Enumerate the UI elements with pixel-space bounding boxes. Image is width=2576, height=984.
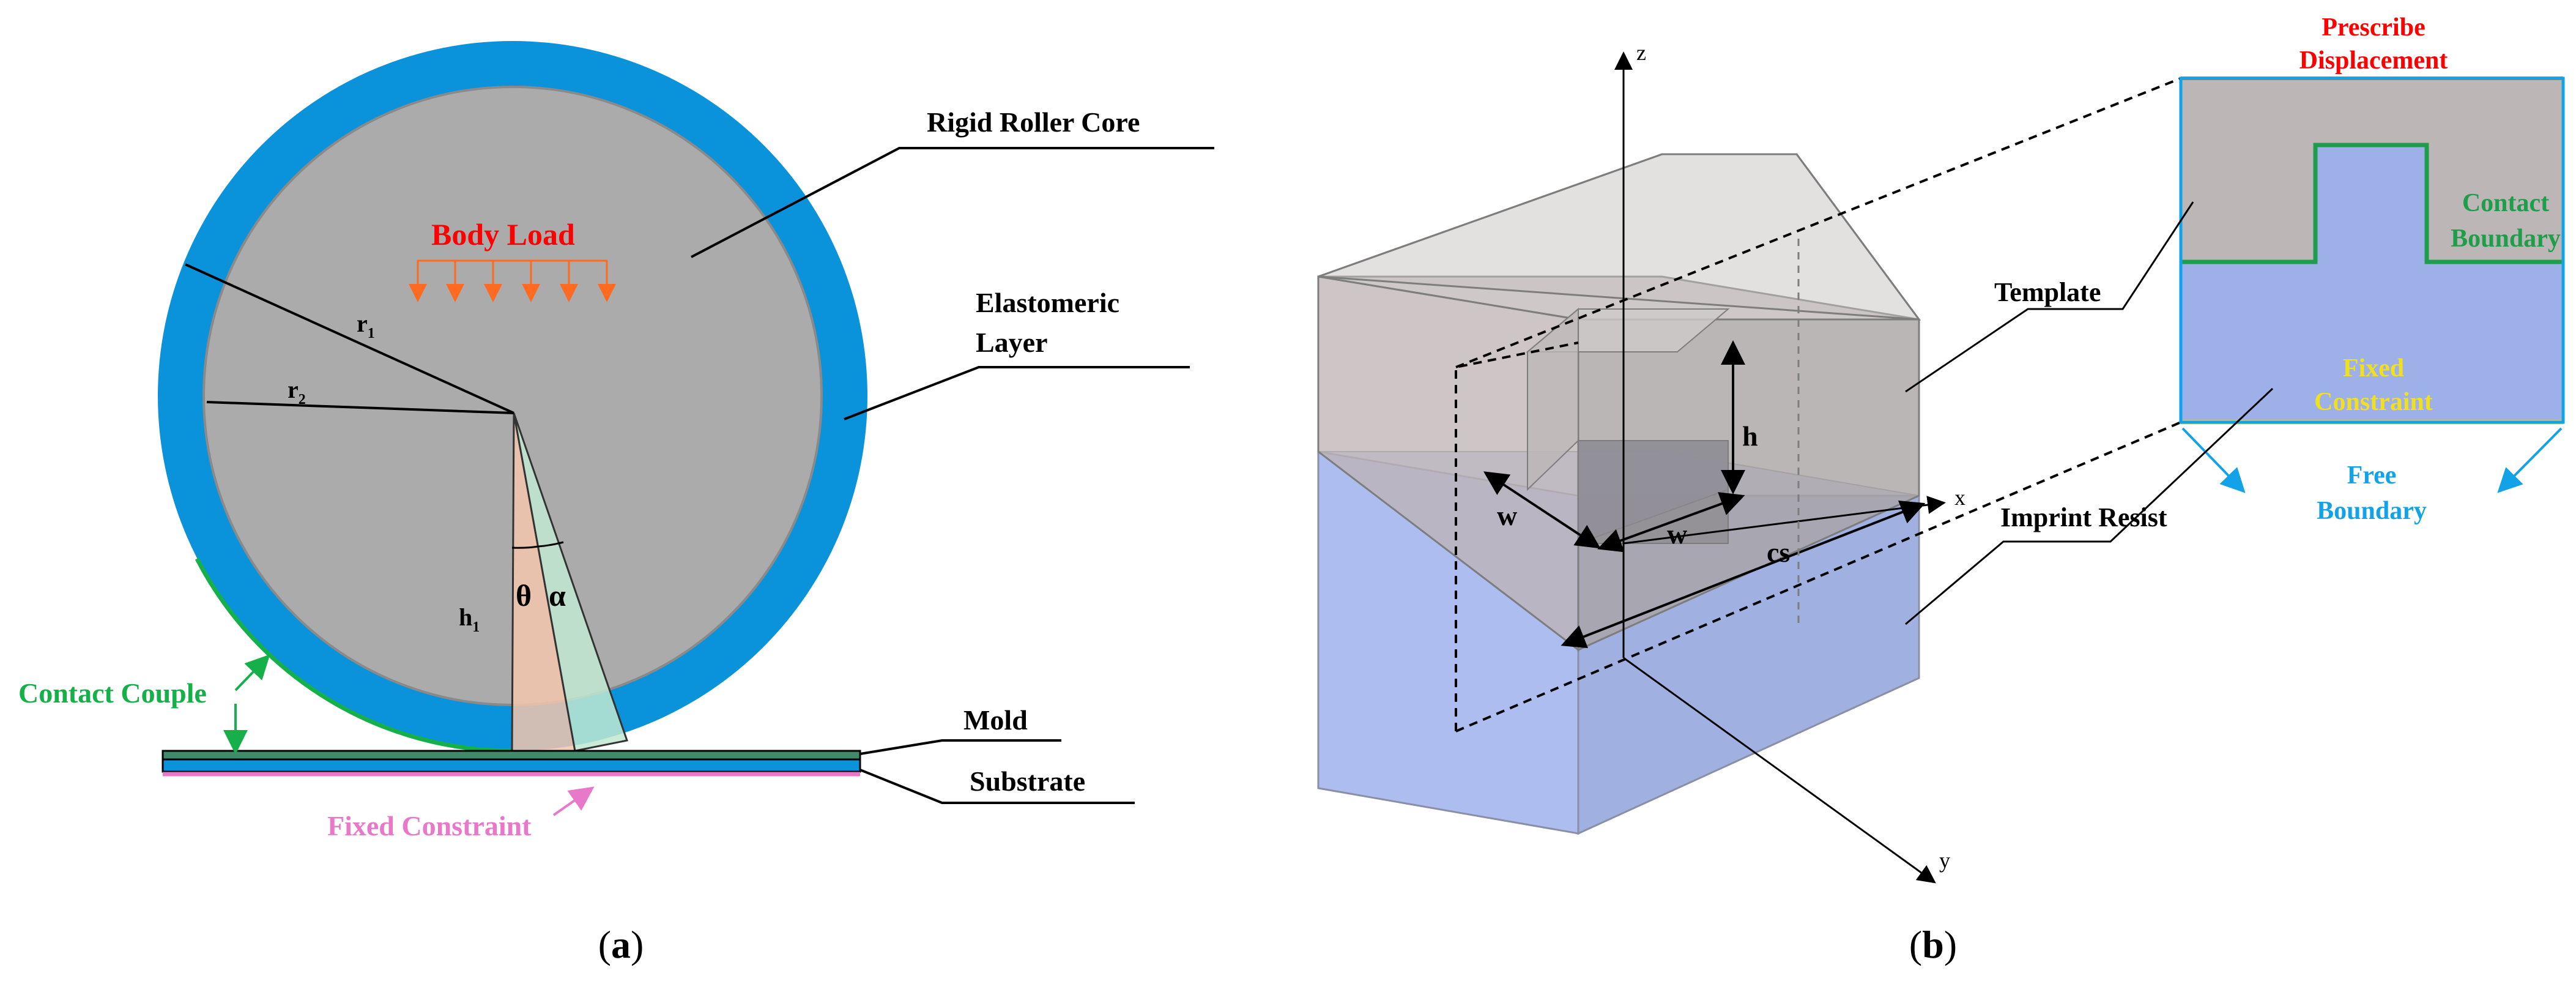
y-axis-label: y [1939,848,1950,873]
substrate-label: Substrate [970,766,1085,797]
inset-frame [2179,76,2565,424]
free-label-line1: Free [2347,461,2397,490]
section-plane [1455,341,1579,731]
z-axis-label: z [1636,40,1646,65]
panel-a: Rigid Roller Core Elastomeric Layer Body… [18,41,1214,966]
body-load-label: Body Load [431,217,575,252]
alpha-wedge [513,412,628,752]
leader-mold [859,739,1061,755]
w1-label: w [1497,500,1517,531]
theta-arc [511,545,539,549]
cs-label: cs [1767,537,1790,568]
elastomeric-label-line2: Layer [976,327,1048,358]
free-arrow-left [2181,427,2246,493]
y-axis [1623,657,1936,884]
free-label-line2: Boundary [2317,497,2427,525]
x-axis-label: x [1954,485,1965,510]
mold-plate [161,750,861,761]
panel-b: z x y h w w cs Template Imprint Resist P… [1317,13,2565,966]
prescribe-label-line1: Prescribe [2322,13,2425,42]
h-label: h [1742,420,1758,452]
inset-resist [2181,145,2563,422]
leader-core [691,147,1214,258]
contact-couple-arrow-upper [234,654,270,691]
contact-label-line1: Contact [2462,189,2549,217]
w2-label: w [1667,518,1687,550]
fixed-label-line2: Constraint [2314,388,2433,416]
mold-label: Mold [963,704,1028,736]
leader-elastomer [844,366,1190,420]
r2-label: r2 [288,376,306,408]
r1-line [185,263,514,414]
fixed-constraint-arrow [552,786,595,816]
template-label: Template [1994,277,2101,307]
fixed-label-line1: Fixed [2343,354,2404,382]
leader-substrate [859,769,1135,804]
contact-label-line2: Boundary [2451,225,2561,253]
inset-contact-boundary [2181,143,2563,264]
contact-couple-label: Contact Couple [18,677,207,709]
fixed-constraint-label: Fixed Constraint [327,810,532,841]
h1-label: h1 [459,603,480,635]
imprint-resist-label: Imprint Resist [2000,502,2167,532]
substrate-plate [161,758,861,773]
caption-b: (b) [1909,923,1957,966]
cs-dimension [1561,501,1926,649]
leader-resist [1905,387,2274,625]
contact-arc [195,557,513,753]
elastomeric-label-line1: Elastomeric [976,287,1119,318]
prescribe-label-line2: Displacement [2299,47,2448,75]
theta-label: θ [516,578,532,613]
caption-a: (a) [598,923,644,966]
rigid-roller-core-label: Rigid Roller Core [927,106,1140,138]
free-arrow-right [2497,427,2563,493]
r1-label: r1 [357,310,375,341]
r2-line [206,401,514,414]
alpha-label: α [549,578,566,613]
leader-template [1905,201,2194,393]
body-load-arrows [409,259,616,302]
alpha-arc [538,541,564,548]
